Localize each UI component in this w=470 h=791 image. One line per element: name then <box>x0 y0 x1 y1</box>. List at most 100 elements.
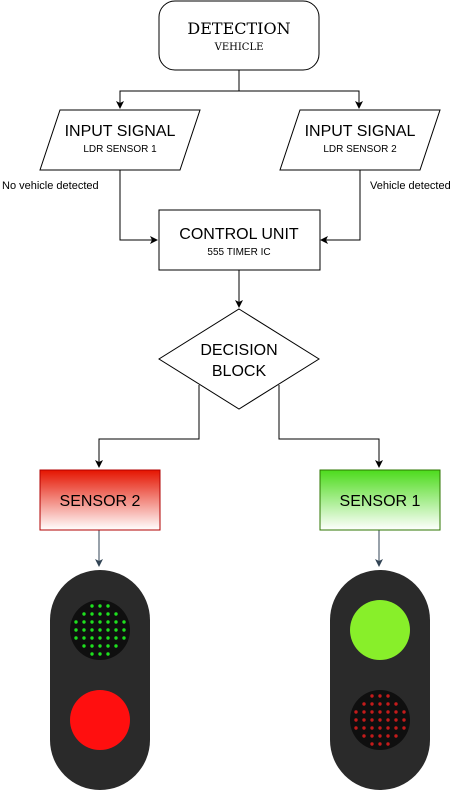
sensor-1-label: SENSOR 1 <box>340 493 421 510</box>
traffic-light-right <box>330 570 430 790</box>
led-dot <box>106 620 110 624</box>
sensor-2-box: SENSOR 2 <box>39 469 161 531</box>
led-dot <box>370 742 374 746</box>
led-dot <box>98 644 102 648</box>
sensor-connectors <box>95 530 383 567</box>
led-dot <box>362 734 366 738</box>
input-signal-right-node: INPUT SIGNAL LDR SENSOR 2 <box>279 109 441 171</box>
green-lamp-on <box>350 600 410 660</box>
led-dot <box>370 734 374 738</box>
traffic-light-left <box>50 570 150 790</box>
led-dot <box>386 710 390 714</box>
led-dot <box>370 710 374 714</box>
led-dot <box>402 726 406 730</box>
led-dot <box>402 718 406 722</box>
led-dot <box>98 628 102 632</box>
led-dot <box>90 612 94 616</box>
led-dot <box>90 652 94 656</box>
led-dot <box>90 644 94 648</box>
led-dot <box>82 636 86 640</box>
led-dot <box>114 644 118 648</box>
red-lamp-on <box>70 690 130 750</box>
led-dot <box>362 726 366 730</box>
input-left-subtitle: LDR SENSOR 1 <box>83 144 157 155</box>
led-dot <box>82 620 86 624</box>
green-lamp-dots <box>74 604 126 656</box>
led-dot <box>106 652 110 656</box>
edge-label-no-vehicle: No vehicle detected <box>2 180 99 192</box>
led-dot <box>378 742 382 746</box>
led-dot <box>378 718 382 722</box>
control-title: CONTROL UNIT <box>179 226 299 243</box>
led-dot <box>370 726 374 730</box>
led-dot <box>362 718 366 722</box>
edge-input-left-to-control <box>119 170 158 244</box>
led-dot <box>378 734 382 738</box>
led-dot <box>106 612 110 616</box>
edge-decision-to-sensor-left <box>95 385 200 468</box>
led-dot <box>378 726 382 730</box>
edge-detection-to-input-right <box>239 90 363 109</box>
led-dot <box>90 620 94 624</box>
led-dot <box>74 636 78 640</box>
connectors <box>95 70 383 468</box>
led-dot <box>106 604 110 608</box>
led-dot <box>106 636 110 640</box>
led-dot <box>90 636 94 640</box>
led-dot <box>378 694 382 698</box>
led-dot <box>98 620 102 624</box>
led-dot <box>114 612 118 616</box>
led-dot <box>122 628 126 632</box>
edge-input-right-to-control <box>320 170 361 244</box>
decision-line1: DECISION <box>200 342 277 359</box>
edge-detection-to-input-left <box>116 70 240 109</box>
led-dot <box>386 734 390 738</box>
led-dot <box>74 620 78 624</box>
led-dot <box>98 652 102 656</box>
led-dot <box>82 644 86 648</box>
red-lamp-dots <box>354 694 406 746</box>
led-dot <box>370 718 374 722</box>
led-dot <box>106 644 110 648</box>
led-dot <box>82 628 86 632</box>
sensor-1-box: SENSOR 1 <box>319 469 441 531</box>
led-dot <box>378 702 382 706</box>
detection-subtitle: VEHICLE <box>214 42 264 53</box>
led-dot <box>82 612 86 616</box>
led-dot <box>354 726 358 730</box>
decision-line2: BLOCK <box>212 363 267 380</box>
led-dot <box>74 628 78 632</box>
input-right-subtitle: LDR SENSOR 2 <box>323 144 397 155</box>
led-dot <box>122 636 126 640</box>
led-dot <box>114 636 118 640</box>
detection-title: DETECTION <box>187 19 290 38</box>
control-subtitle: 555 TIMER IC <box>207 247 270 258</box>
led-dot <box>386 694 390 698</box>
led-dot <box>378 710 382 714</box>
led-dot <box>394 710 398 714</box>
input-signal-left-node: INPUT SIGNAL LDR SENSOR 1 <box>39 109 201 171</box>
decision-block-node: DECISION BLOCK <box>158 308 320 410</box>
edge-decision-to-sensor-right <box>278 385 383 468</box>
led-dot <box>90 628 94 632</box>
led-dot <box>394 734 398 738</box>
led-dot <box>354 710 358 714</box>
led-dot <box>98 636 102 640</box>
control-unit-node: CONTROL UNIT 555 TIMER IC <box>158 209 321 271</box>
led-dot <box>402 710 406 714</box>
led-dot <box>354 718 358 722</box>
input-left-title: INPUT SIGNAL <box>65 123 176 140</box>
led-dot <box>386 742 390 746</box>
led-dot <box>98 604 102 608</box>
led-dot <box>370 702 374 706</box>
led-dot <box>386 726 390 730</box>
led-dot <box>106 628 110 632</box>
led-dot <box>98 612 102 616</box>
led-dot <box>114 628 118 632</box>
led-dot <box>362 710 366 714</box>
sensor-2-label: SENSOR 2 <box>60 493 141 510</box>
detection-node: DETECTION VEHICLE <box>158 0 320 71</box>
led-dot <box>362 702 366 706</box>
led-dot <box>394 726 398 730</box>
